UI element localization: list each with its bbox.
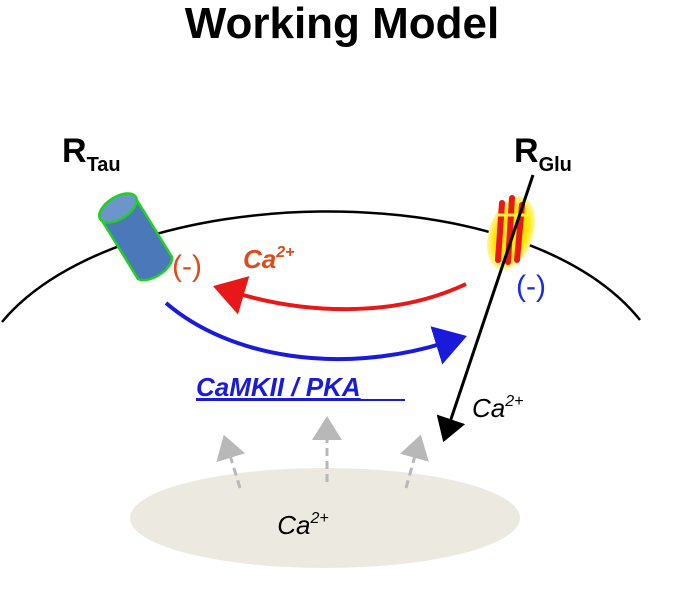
cell-membrane	[1, 210, 641, 323]
ca-feedback-arrow	[212, 276, 467, 315]
release-arrow-right	[399, 434, 429, 489]
calcium-store	[130, 468, 520, 568]
glu-inhibition-sign: (-)	[516, 270, 546, 303]
ca-store-label: Ca2+	[277, 510, 329, 540]
tau-receptor-channel	[98, 192, 174, 282]
ca-feedback-label: Ca2+	[243, 244, 295, 274]
ca-influx-arrow	[436, 174, 535, 443]
store-release-arrows	[216, 416, 429, 489]
kinase-arrow	[164, 301, 467, 365]
page-title: Working Model	[185, 0, 500, 48]
tau-receptor-label: RTau	[62, 132, 121, 176]
glu-receptor-label: RGlu	[514, 132, 572, 176]
kinase-label: CaMKII / PKA	[196, 372, 361, 402]
release-arrow-left	[216, 434, 246, 489]
ca-influx-label: Ca2+	[472, 393, 524, 423]
glu-receptor	[487, 195, 535, 270]
tau-inhibition-sign: (-)	[172, 250, 202, 283]
